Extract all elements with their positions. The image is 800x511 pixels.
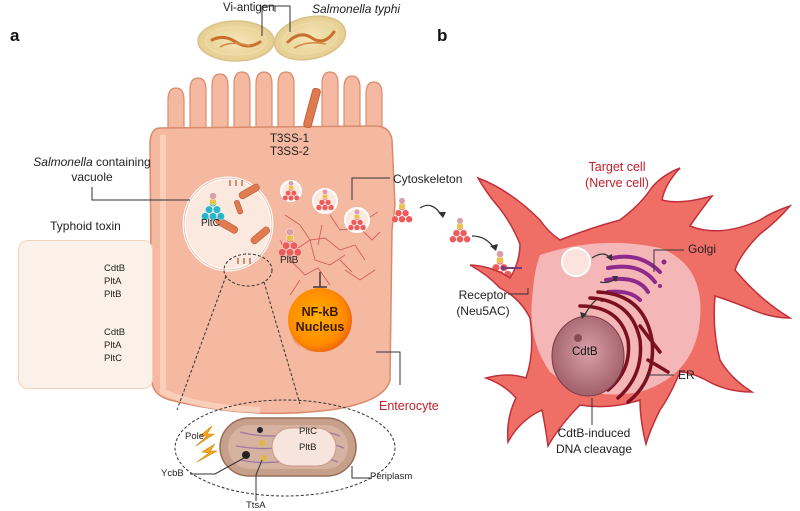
nerve-cell-label: (Nerve cell)	[585, 176, 649, 190]
nfkb-nucleus	[288, 288, 352, 352]
panel-label-b: b	[437, 26, 448, 45]
scv-label-line2: vacuole	[71, 170, 113, 184]
periplasm-label: Periplasm	[370, 471, 413, 482]
enterocyte-body	[149, 125, 396, 415]
toxin-pltb-icon	[282, 180, 300, 201]
vi-antigen-label: Vi-antigen	[223, 2, 275, 14]
receptor-neu5ac-label: (Neu5AC)	[456, 304, 510, 318]
bacterium-pltb-label: PltB	[299, 442, 317, 453]
zoom-circle	[223, 253, 273, 287]
er-label: ER	[678, 368, 695, 382]
dna-cleavage-label: CdtB-induced	[557, 426, 631, 440]
receptor-icon	[500, 265, 522, 271]
nerve-nucleus	[551, 315, 625, 397]
legend-toxin1-cdtb: CdtB	[104, 263, 126, 274]
enterocyte-label: Enterocyte	[379, 399, 439, 413]
toxin-pltb-icon	[278, 228, 302, 257]
zoom-ellipse	[174, 399, 396, 497]
toxin-pltb-icon	[315, 188, 335, 211]
zoomed-bacterium	[219, 417, 357, 477]
target-cell-label: Target cell	[588, 160, 646, 174]
ycbb-label: YcbB	[161, 468, 184, 479]
legend-title: Typhoid toxin	[50, 219, 121, 233]
salmonella-typhi-bacteria	[197, 15, 347, 62]
pole-label: Pole	[185, 431, 205, 442]
vacuole-membrane-pegs	[229, 180, 251, 264]
salmonella-typhi-label: Salmonella typhi	[312, 2, 401, 16]
leader-lines-a	[91, 177, 401, 385]
legend-toxin2-cdtb: CdtB	[104, 327, 126, 338]
scv-label-italic: Salmonella	[33, 155, 93, 169]
t3ss2-label: T3SS-2	[270, 146, 309, 158]
legend-toxin1-plta: PltA	[104, 276, 122, 287]
panel-label-a: a	[10, 26, 20, 45]
microvilli	[167, 71, 383, 131]
cytoskeleton-label: Cytoskeleton	[393, 172, 463, 186]
t3ss1-label: T3SS-1	[270, 133, 309, 145]
toxin-pltb-icon	[391, 197, 413, 223]
golgi-label: Golgi	[688, 242, 717, 256]
scv-label-rest: containing	[92, 155, 151, 169]
vacuole-pltc-label: PltC	[201, 218, 220, 229]
vacuole-pltb-label: PltB	[280, 255, 299, 266]
endoplasmic-reticulum	[578, 290, 670, 404]
ttsa-label: TtsA	[246, 500, 266, 511]
legend-toxin2-plta: PltA	[104, 340, 122, 351]
scv-label: Salmonella containing	[18, 155, 166, 169]
arrowheads	[438, 212, 618, 319]
leader-lines-b	[508, 249, 684, 425]
bacterium-pltc-label: PltC	[299, 426, 317, 437]
toxin-pltb-icon	[347, 208, 367, 231]
vi-antigen-pointer	[261, 5, 291, 36]
enterocyte-cell	[149, 71, 396, 415]
t3ss-needle-icon	[303, 87, 321, 129]
nfkb-label: NF-kB	[301, 305, 339, 319]
pole-lightning-icon	[195, 425, 218, 463]
golgi-apparatus	[600, 254, 667, 302]
nerve-cell	[469, 167, 793, 449]
bacteria-rods	[215, 183, 271, 245]
typhoid-toxin-legend	[18, 240, 153, 389]
legend-toxin1-pltb: PltB	[104, 289, 122, 300]
nucleus-label: Nucleus	[295, 320, 345, 334]
dna-cleavage-label-2: DNA cleavage	[555, 442, 633, 456]
cdtb-nucleus-label: CdtB	[572, 346, 598, 358]
endosome-vesicle	[561, 247, 591, 277]
leader-lines-zoom	[190, 457, 370, 501]
legend-toxin2-pltc: PltC	[104, 353, 122, 364]
toxin-pltc-icon	[201, 192, 225, 221]
receptor-label: Receptor	[458, 288, 508, 302]
toxin-pltb-icon	[449, 217, 471, 243]
